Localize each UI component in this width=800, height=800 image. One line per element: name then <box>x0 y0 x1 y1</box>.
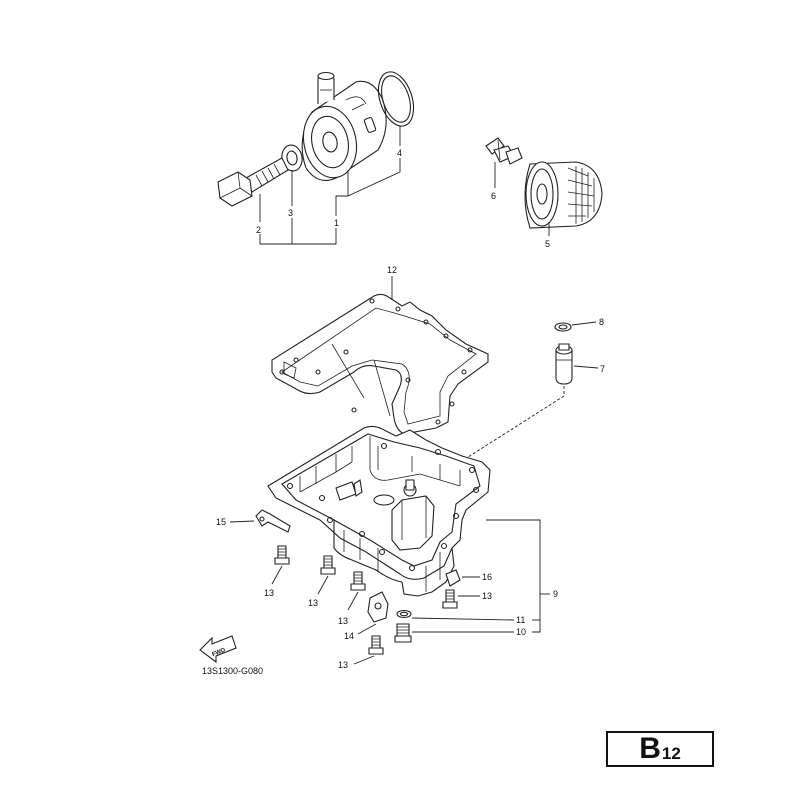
callout-13-c: 13 <box>338 616 348 626</box>
bolt-13-d <box>368 635 384 655</box>
bolt-13-c <box>350 571 366 591</box>
callout-13-a: 13 <box>264 588 274 598</box>
oil-cooler <box>301 71 387 181</box>
bracket <box>255 509 291 533</box>
oil-delivery-pipe: 8 7 <box>453 317 605 467</box>
callout-7: 7 <box>600 364 605 374</box>
oil-pan-gasket <box>271 293 489 435</box>
drain-gasket <box>396 609 412 619</box>
callout-2: 2 <box>256 225 261 235</box>
o-ring <box>377 71 415 127</box>
page-label-box: B 12 <box>606 731 714 767</box>
oil-cooler-group: 1 2 3 4 <box>217 71 415 245</box>
callout-11: 11 <box>516 615 525 625</box>
callout-9: 9 <box>553 589 558 599</box>
callout-6: 6 <box>491 191 496 201</box>
callout-13-b: 13 <box>308 598 318 608</box>
callout-10: 10 <box>516 627 526 637</box>
callout-16: 16 <box>482 572 492 582</box>
page-label-number: 12 <box>661 744 681 763</box>
callout-15: 15 <box>216 517 226 527</box>
page-label-letter: B <box>639 732 661 765</box>
oil-filter <box>524 161 603 229</box>
pan-bolt-holes <box>286 442 480 572</box>
fwd-label: FWD <box>212 647 228 658</box>
diagram-code: 13S1300-G080 <box>202 666 263 676</box>
clip <box>367 591 389 623</box>
callout-13-e: 13 <box>482 591 492 601</box>
fwd-arrow-icon: FWD <box>199 635 237 664</box>
callout-4: 4 <box>397 148 402 158</box>
drain-bolt <box>394 623 412 643</box>
callout-14: 14 <box>344 631 354 641</box>
callout-3: 3 <box>288 208 293 218</box>
oil-pan <box>267 425 491 597</box>
union-bolt <box>217 157 289 207</box>
callout-5: 5 <box>545 239 550 249</box>
bolt-13-b <box>320 555 336 575</box>
callout-12: 12 <box>387 265 397 275</box>
callout-1: 1 <box>334 218 339 228</box>
bolt-13-e <box>442 589 458 609</box>
bolt-13-a <box>274 545 290 565</box>
callout-13-d: 13 <box>338 660 348 670</box>
callout-8: 8 <box>599 317 604 327</box>
gasket-bolt-holes <box>279 298 473 425</box>
oil-filter-group: 6 5 <box>485 137 603 249</box>
stud-bolt <box>485 137 523 165</box>
clamp <box>445 569 461 587</box>
